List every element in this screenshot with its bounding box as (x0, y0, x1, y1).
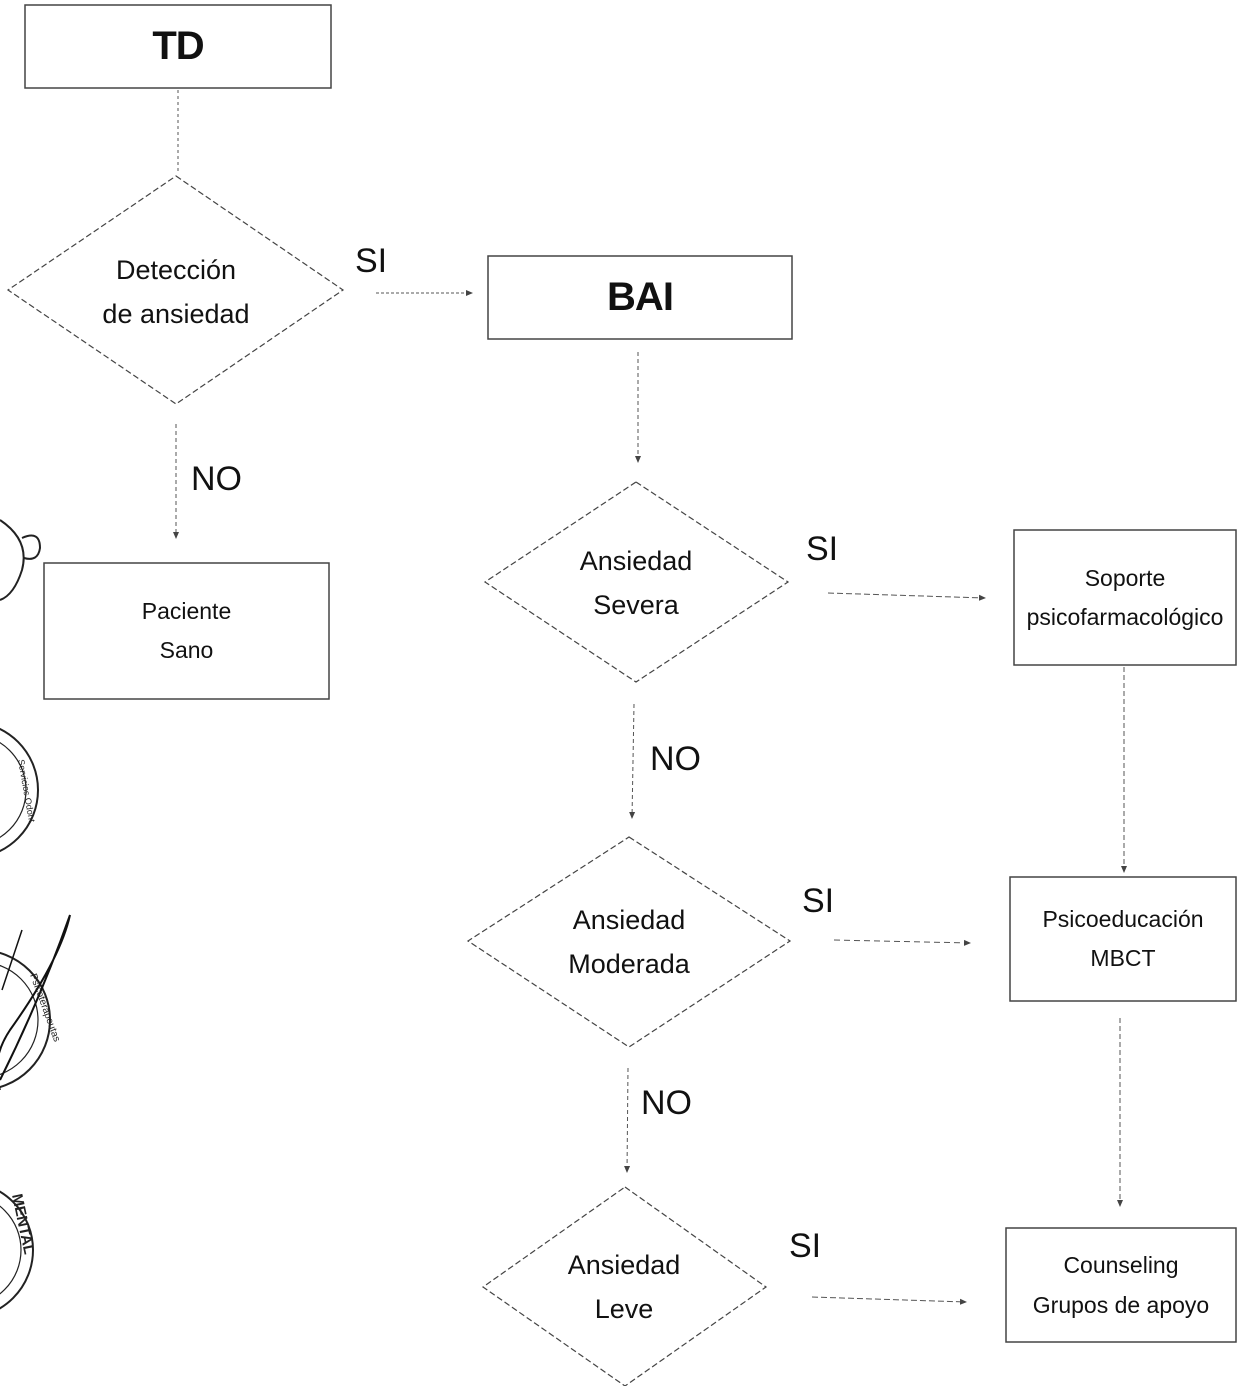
soporte-line-1: Soporte (1084, 564, 1166, 591)
leve-diamond (481, 1186, 768, 1386)
edge-severa-moderada (629, 703, 636, 819)
edge-moderada-psicoeducacion (833, 939, 971, 946)
si-label-moderada: SI (802, 882, 835, 920)
severa-line-1: Ansiedad (579, 546, 693, 576)
no-label-moderada: NO (641, 1084, 692, 1122)
soporte-label: Soporte psicofarmacológico (1014, 530, 1236, 665)
moderada-line-1: Ansiedad (572, 905, 686, 935)
leve-line-2: Leve (594, 1294, 654, 1324)
psicoeducacion-line-1: Psicoeducación (1042, 906, 1204, 932)
no-label-severa: NO (650, 740, 701, 778)
stamp-3-signature: Psicoterapeutas (0, 914, 71, 1090)
moderada-line-2: Moderada (568, 949, 690, 979)
edge-moderada-leve (624, 1067, 631, 1173)
leve-label: Ansiedad Leve (568, 1243, 681, 1331)
moderada-diamond (466, 836, 792, 1048)
paciente-sano-box (43, 562, 330, 700)
leve-line-1: Ansiedad (567, 1250, 681, 1280)
bai-label: BAI (607, 275, 674, 319)
edge-severa-soporte (827, 592, 986, 601)
soporte-line-2: psicofarmacológico (1026, 603, 1224, 630)
stamp-4-text: MENTAL (8, 1192, 37, 1256)
td-box (24, 4, 332, 89)
psicoeducacion-line-2: MBCT (1090, 945, 1156, 971)
td-label: TD (152, 24, 204, 68)
no-label-deteccion: NO (191, 460, 242, 498)
deteccion-line-1: Detección (115, 255, 237, 285)
soporte-box (1013, 529, 1237, 666)
psicoeducacion-box (1009, 876, 1237, 1002)
paciente-sano-line-1: Paciente (141, 598, 232, 624)
severa-diamond (483, 481, 790, 683)
counseling-line-1: Counseling (1063, 1252, 1179, 1278)
severa-line-2: Severa (593, 590, 679, 620)
paciente-sano-line-2: Sano (159, 637, 214, 663)
deteccion-line-2: de ansiedad (102, 299, 250, 329)
counseling-line-2: Grupos de apoyo (1032, 1292, 1210, 1318)
deteccion-diamond (6, 175, 345, 405)
si-label-severa: SI (806, 530, 839, 568)
stamp-4: MENTAL (0, 1190, 37, 1310)
moderada-label: Ansiedad Moderada (568, 898, 690, 986)
counseling-box (1005, 1227, 1237, 1343)
deteccion-label: Detección de ansiedad (102, 248, 249, 336)
edge-leve-counseling (811, 1296, 967, 1305)
stamp-2: Servicios Odont (0, 727, 39, 853)
si-label-deteccion: SI (355, 242, 388, 280)
bai-box (487, 255, 793, 340)
si-label-leve: SI (789, 1227, 822, 1265)
stamp-1 (0, 519, 42, 601)
severa-label: Ansiedad Severa (580, 539, 693, 627)
